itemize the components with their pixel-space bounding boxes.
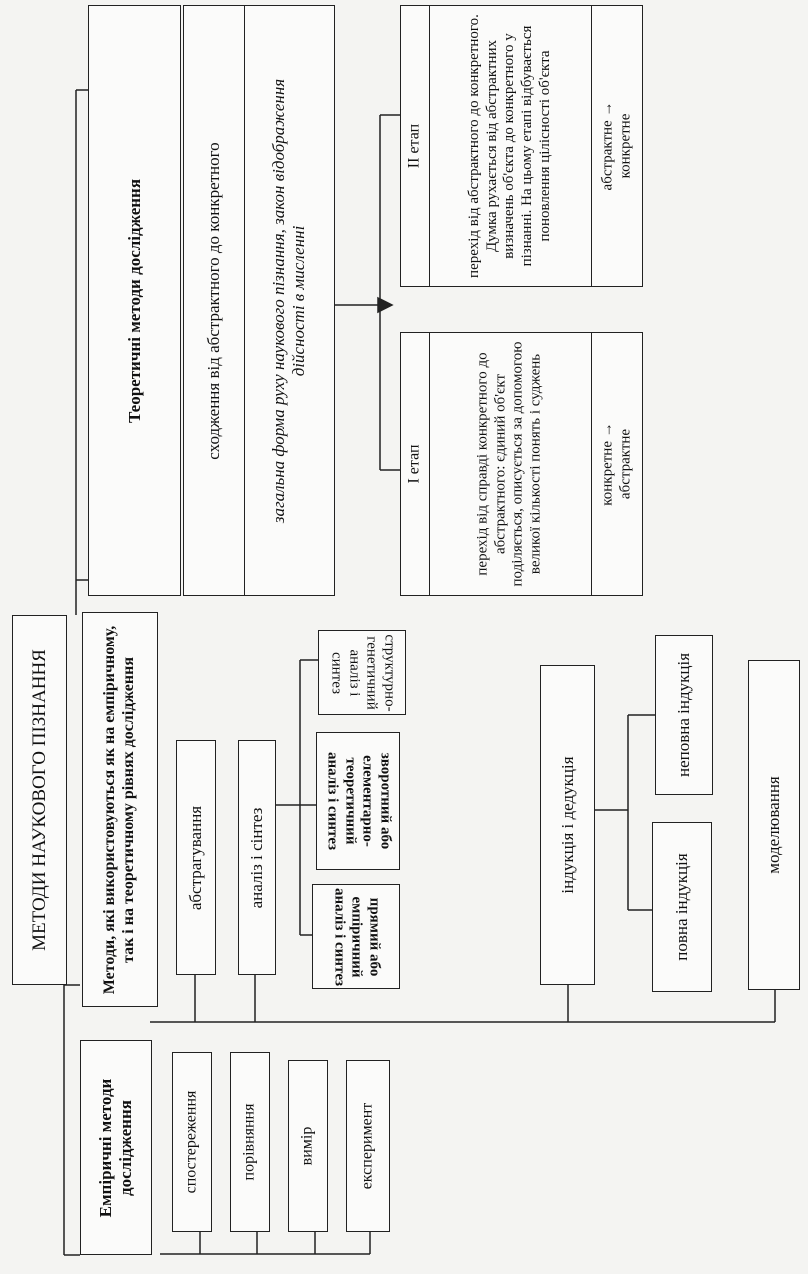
analysis-synthesis-box: аналіз і сінтез <box>238 740 276 975</box>
stage2-formula: абстрактне → конкретне <box>598 101 633 191</box>
ascent-description: загальна форма руху наукового пізнання, … <box>268 78 308 523</box>
stage1-text: перехід від справді конкретного до абстр… <box>474 341 544 587</box>
root-title: МЕТОДИ НАУКОВОГО ПІЗНАННЯ <box>28 649 50 951</box>
analysis-type-reverse-label: зворотний або елементарно-теоретичний ан… <box>324 751 394 851</box>
ascent-arrow-head <box>377 296 394 314</box>
stage1-title: І етап <box>405 444 423 484</box>
induction-incomplete-label: неповна індукція <box>673 652 693 778</box>
empirical-item-observation: спостереження <box>172 1052 212 1232</box>
stage2-text-cell: перехід від абстрактного до конкретного.… <box>429 6 592 286</box>
empirical-item-experiment: експеримент <box>346 1060 390 1232</box>
empirical-title-box: Емпіричні методи дослідження <box>80 1040 152 1255</box>
analysis-type-structural-label: структурно-генетичний аналіз і синтез <box>328 633 398 712</box>
empirical-item-observation-label: спостереження <box>182 1090 200 1194</box>
mixed-title-box: Методи, які використовуються як на емпір… <box>82 612 158 1007</box>
mixed-title: Методи, які використовуються як на емпір… <box>101 625 137 994</box>
stage2-title: ІІ етап <box>405 123 423 169</box>
stage1-title-cell: І етап <box>401 333 430 595</box>
empirical-item-comparison-label: порівняння <box>240 1103 258 1181</box>
analysis-type-reverse: зворотний або елементарно-теоретичний ан… <box>316 732 400 870</box>
analysis-synthesis-label: аналіз і сінтез <box>246 807 266 908</box>
induction-complete-label: повна індукція <box>671 853 691 961</box>
stage1-text-cell: перехід від справді конкретного до абстр… <box>429 333 592 595</box>
stage2-formula-cell: абстрактне → конкретне <box>591 6 642 286</box>
stage2-box: ІІ етап перехід від абстрактного до конк… <box>400 5 643 287</box>
ascent-label: сходження від абстрактного до конкретног… <box>203 141 223 460</box>
empirical-item-experiment-label: експеримент <box>358 1102 376 1190</box>
ascent-desc-cell: загальна форма руху наукового пізнання, … <box>244 6 334 595</box>
ascent-cell: сходження від абстрактного до конкретног… <box>184 6 245 595</box>
empirical-item-measurement-label: вимір <box>298 1126 316 1166</box>
induction-complete-box: повна індукція <box>652 822 712 992</box>
abstraction-label: абстрагування <box>185 805 205 910</box>
analysis-type-direct: прямий або емпіричний аналіз і синтез <box>312 884 400 989</box>
stage2-text: перехід від абстрактного до конкретного.… <box>465 14 553 278</box>
analysis-type-direct-label: прямий або емпіричний аналіз і синтез <box>331 887 383 986</box>
modeling-label: моделювання <box>763 776 783 874</box>
induction-deduction-label: індукція і дедукція <box>557 756 577 894</box>
abstraction-box: абстрагування <box>176 740 216 975</box>
theoretical-title: Теоретичні методи дослідження <box>124 178 144 423</box>
stage1-formula: конкретне → абстрактне <box>598 422 633 506</box>
root-title-box: МЕТОДИ НАУКОВОГО ПІЗНАННЯ <box>12 615 67 985</box>
induction-incomplete-box: неповна індукція <box>655 635 713 795</box>
induction-deduction-box: індукція і дедукція <box>540 665 595 985</box>
ascent-box: сходження від абстрактного до конкретног… <box>183 5 335 596</box>
empirical-item-comparison: порівняння <box>230 1052 270 1232</box>
empirical-title: Емпіричні методи дослідження <box>95 1078 135 1217</box>
analysis-type-structural: структурно-генетичний аналіз і синтез <box>318 630 406 715</box>
empirical-item-measurement: вимір <box>288 1060 328 1232</box>
stage2-title-cell: ІІ етап <box>401 6 430 286</box>
stage1-box: І етап перехід від справді конкретного д… <box>400 332 643 596</box>
theoretical-title-box: Теоретичні методи дослідження <box>88 5 181 596</box>
modeling-box: моделювання <box>748 660 800 990</box>
stage1-formula-cell: конкретне → абстрактне <box>591 333 642 595</box>
